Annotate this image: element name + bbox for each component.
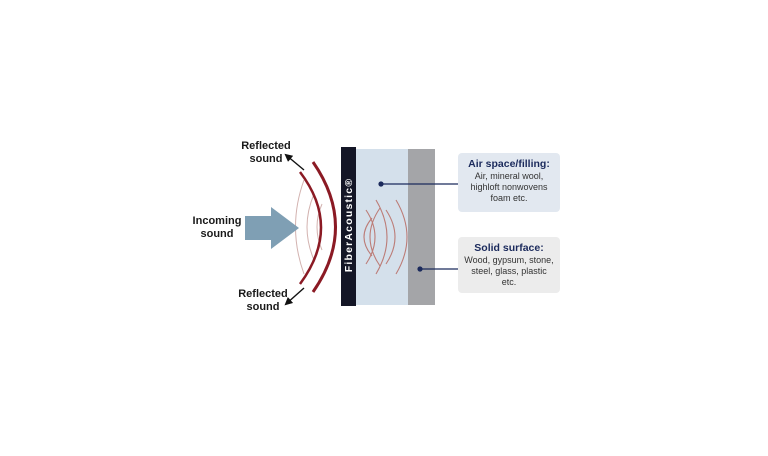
fiberacoustic-panel xyxy=(341,147,356,306)
reflected-arrow-bottom xyxy=(284,287,305,306)
reflected-sound-bottom-label: Reflected sound xyxy=(233,288,293,314)
air-space-line-3: foam etc. xyxy=(490,193,528,203)
reflected-arrow-top xyxy=(284,153,305,171)
solid-surface-layer xyxy=(408,149,435,305)
solid-surface-info-box: Solid surface: Wood, gypsum, stone, stee… xyxy=(458,237,560,293)
air-space-line-2: highloft nonwovens xyxy=(470,182,548,192)
air-space-line-1: Air, mineral wool, xyxy=(474,171,544,181)
air-space-callout-line xyxy=(378,181,460,187)
reflected-sound-top-label: Reflected sound xyxy=(236,140,296,166)
reflected-wave-arcs xyxy=(295,179,323,275)
air-space-info-box: Air space/filling: Air, mineral wool, hi… xyxy=(458,153,560,212)
sound-wave-inner xyxy=(298,171,323,285)
air-space-title: Air space/filling: xyxy=(468,158,550,170)
reflected-top-line-1: Reflected xyxy=(241,140,291,152)
incoming-line-2: sound xyxy=(200,228,234,240)
reflected-bottom-line-1: Reflected xyxy=(238,288,288,300)
fiberacoustic-brand-label: FiberAcoustic® xyxy=(343,177,355,273)
incoming-sound-arrow xyxy=(245,207,299,249)
incoming-sound-label: Incoming sound xyxy=(185,215,249,241)
internal-sound-waves xyxy=(363,199,408,275)
solid-surface-line-1: Wood, gypsum, stone, xyxy=(464,255,554,265)
air-space-layer xyxy=(356,149,408,305)
solid-surface-title: Solid surface: xyxy=(474,242,544,254)
solid-surface-callout-line xyxy=(417,266,460,272)
sound-wave-outer xyxy=(311,161,337,293)
reflected-top-line-2: sound xyxy=(249,153,283,165)
solid-surface-line-2: steel, glass, plastic etc. xyxy=(471,266,547,287)
incoming-line-1: Incoming xyxy=(192,215,242,227)
reflected-bottom-line-2: sound xyxy=(246,301,280,313)
